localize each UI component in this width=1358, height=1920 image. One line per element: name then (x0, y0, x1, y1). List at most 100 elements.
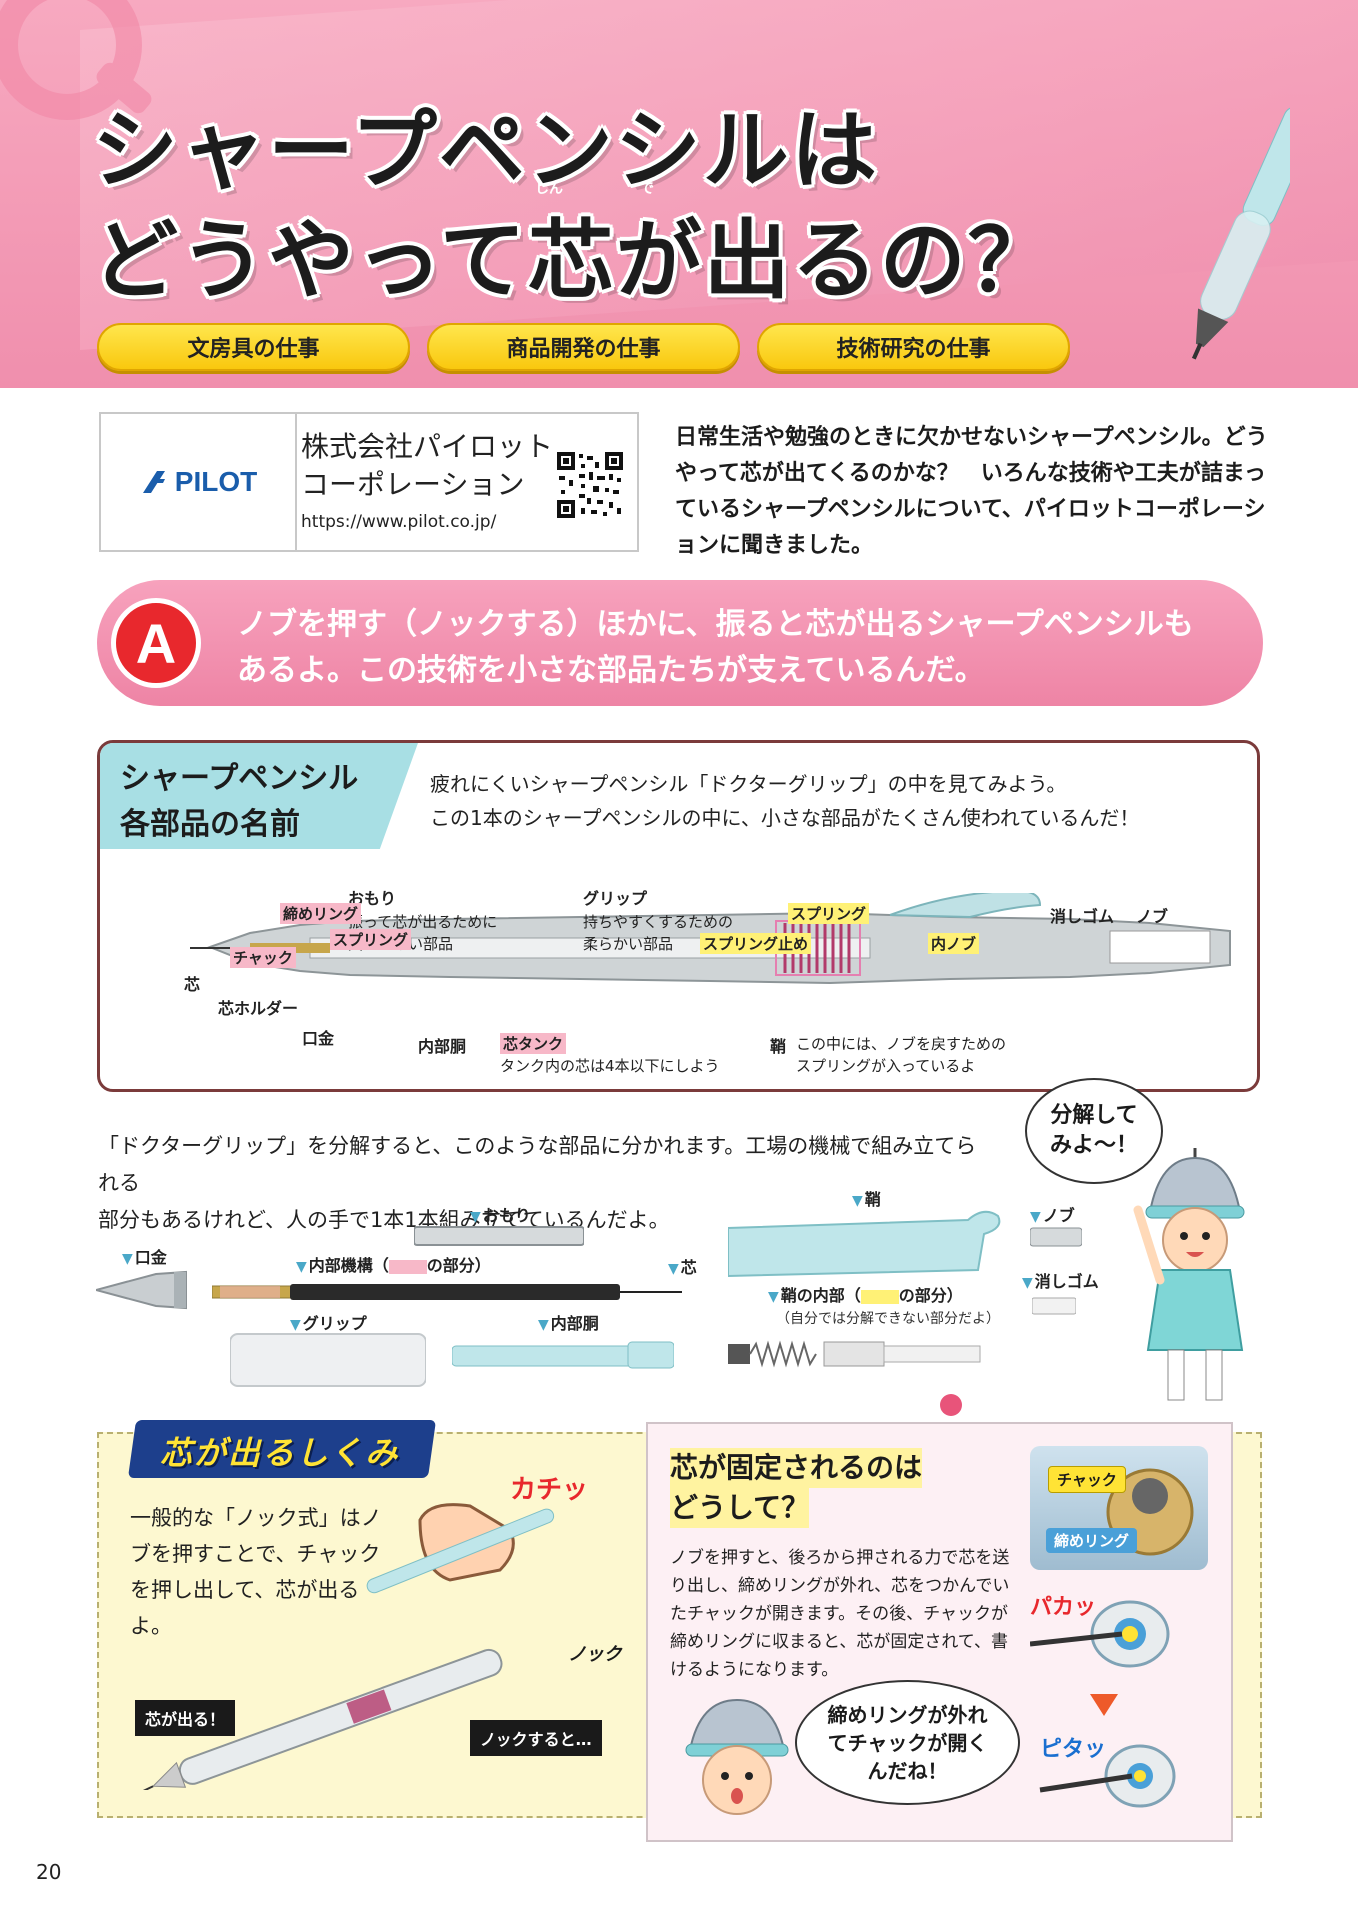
part-naibu-kikou-end: の部分） (426, 1256, 491, 1275)
pin-icon (940, 1394, 962, 1416)
answer-line1: ノブを押す（ノックする）ほかに、振ると芯が出るシャープペンシルも (237, 607, 1194, 642)
page-title-line2: どうやって芯が出るの？ (92, 211, 1056, 311)
parts-diagram-box: シャープペンシル 各部品の名前 疲れにくいシャープペンシル「ドクターグリップ」の… (97, 740, 1260, 1092)
label-shin-tank: 芯タンク (500, 1033, 567, 1054)
company-name: 株式会社パイロット コーポレーション (301, 428, 553, 504)
part-label-grip: ▼グリップ (290, 1314, 367, 1333)
part-label-kuchigane: ▼口金 (122, 1248, 167, 1267)
label-grip-desc2: 柔らかい部品 (583, 935, 674, 953)
part-grip-text: グリップ (302, 1314, 367, 1333)
chuck-open-illustration: パカッ (1030, 1595, 1170, 1668)
label-grip: グリップ (583, 889, 648, 908)
fixed-title-line2: どうして？ (670, 1488, 810, 1528)
chuck-closed-illustration: ピタッ (1039, 1737, 1176, 1808)
page-title-line1: シャープペンシルは (92, 101, 879, 201)
answer-text: ノブを押す（ノックする）ほかに、振ると芯が出るシャープペンシルも あるよ。この技… (237, 602, 1247, 694)
chip-chuck: チャック (1048, 1466, 1126, 1493)
fixed-title: 芯が固定されるのは どうして？ (670, 1448, 923, 1528)
label-spring-stopper: スプリング止め (700, 933, 812, 954)
label-shimering: 締めリング (280, 903, 362, 924)
company-name-line1: 株式会社パイロット (301, 430, 554, 463)
parts-intro-line1: 疲れにくいシャープペンシル「ドクターグリップ」の中を見てみよう。 (430, 772, 1067, 796)
part-label-omori: ▼おもり (470, 1206, 531, 1225)
part-saya-naibu-note: （自分では分解できない部分だよ） (776, 1311, 1000, 1327)
label-keshigomu: 消しゴム (1050, 907, 1115, 926)
part-saya-naibu-text: 鞘の内部（ (780, 1286, 861, 1305)
label-saya-note1: この中には、ノブを戻すための (796, 1035, 1007, 1053)
speech-bubble-chuck: 締めリングが外れてチャックが開くんだね！ (795, 1680, 1020, 1805)
label-saya-note2: スプリングが入っているよ (796, 1057, 976, 1075)
mechanism-title: 芯が出るしくみ (160, 1434, 400, 1472)
part-saya-naibu-image (728, 1340, 981, 1368)
answer-badge: A (111, 598, 201, 688)
bubble-line1: 分解して (1050, 1103, 1138, 1128)
page-number: 20 (36, 1860, 62, 1884)
label-kuchigane: 口金 (302, 1029, 335, 1048)
part-omori-text: おもり (482, 1206, 531, 1225)
disassembly-line1: 「ドクターグリップ」を分解すると、このような部品に分かれます。工場の機械で組み立… (98, 1134, 977, 1195)
bubble-line2: みよ〜！ (1049, 1133, 1138, 1158)
part-naibu-kikou-image (212, 1284, 682, 1300)
part-kuchigane-text: 口金 (134, 1248, 167, 1267)
answer-line2: あるよ。この技術を小さな部品たちが支えているんだ。 (237, 653, 985, 688)
tag-knock-suruto: ノックすると… (470, 1720, 602, 1756)
parts-tab-line2: 各部品の名前 (120, 807, 300, 842)
yellow-swatch (860, 1289, 899, 1304)
label-spring-right: スプリング (788, 903, 870, 924)
part-naibu-kikou-text: 内部機構（ (308, 1256, 389, 1275)
pilot-logo-text: PILOT (174, 466, 258, 497)
label-saya: 鞘 (770, 1037, 787, 1056)
mascot-face (685, 1698, 789, 1815)
kachi-text: カチッ (510, 1475, 588, 1505)
mechanism-body: 一般的な「ノック式」はノブを押すことで、チャックを押し出して、芯が出るよ。 (130, 1506, 382, 1638)
part-saya-image (728, 1210, 1001, 1278)
speech-bubble-explode: 分解して みよ〜！ (1025, 1078, 1163, 1184)
part-label-keshigomu: ▼消しゴム (1022, 1272, 1099, 1291)
label-omori-desc1: 振って芯が出るために (348, 913, 498, 931)
part-keshigomu-text: 消しゴム (1034, 1272, 1099, 1291)
tag-stationery-job[interactable]: 文房具の仕事 (97, 323, 410, 371)
part-nobu-image (1030, 1227, 1082, 1247)
part-saya-naibu-end: の部分） (898, 1286, 963, 1305)
mascot-character (1133, 1148, 1245, 1401)
parts-tab-line1: シャープペンシル (120, 761, 359, 796)
parts-intro-line2: この1本のシャープペンシルの中に、小さな部品がたくさん使われているんだ！ (430, 806, 1140, 830)
company-url[interactable]: https://www.pilot.co.jp/ (301, 512, 497, 532)
company-name-line2: コーポレーション (301, 468, 525, 501)
part-label-shin: ▼芯 (668, 1258, 697, 1277)
part-saya-text: 鞘 (864, 1190, 881, 1209)
label-tank-note: タンク内の芯は4本以下にしよう (500, 1057, 720, 1075)
intro-paragraph: 日常生活や勉強のときに欠かせないシャープペンシル。どうやって芯が出てくるのかな？… (675, 425, 1268, 558)
label-naibudou: 内部胴 (418, 1037, 467, 1056)
tag-product-dev-job[interactable]: 商品開発の仕事 (427, 323, 740, 371)
qr-code-icon[interactable] (557, 452, 623, 518)
header-banner: シャープペンシルは しん で どうやって芯が出るの？ 文房具の仕事 商品開発の仕… (0, 0, 1358, 388)
furigana-de: で (640, 181, 654, 197)
tag-tech-research-job[interactable]: 技術研究の仕事 (757, 323, 1070, 371)
label-shin-holder: 芯ホルダー (218, 999, 299, 1018)
pilot-logo: PILOT (139, 466, 257, 498)
part-naibudou-image (452, 1341, 674, 1369)
knock-text: ノック (568, 1644, 622, 1665)
parts-tab: シャープペンシル 各部品の名前 (100, 743, 418, 849)
part-kuchigane-image (96, 1270, 187, 1310)
label-grip-desc1: 持ちやすくするための (583, 913, 734, 931)
label-shin: 芯 (184, 975, 201, 994)
label-chuck: チャック (230, 947, 296, 968)
part-label-naibudou: ▼内部胴 (538, 1314, 599, 1333)
hand-pressing-icon: カチッ (366, 1475, 588, 1594)
fixed-body: ノブを押すと、後ろから押される力で芯を送り出し、締めリングが外れ、芯をつかんでい… (670, 1548, 1010, 1680)
part-nobu-text: ノブ (1042, 1206, 1075, 1225)
part-label-saya-naibu: ▼鞘の内部（の部分） (768, 1286, 963, 1305)
furigana-shin: しん (535, 181, 563, 197)
part-naibudou-text: 内部胴 (550, 1314, 599, 1333)
fixed-title-line1: 芯が固定されるのは (670, 1448, 923, 1488)
down-arrow-icon (1090, 1694, 1118, 1716)
pilot-logo-area: PILOT (101, 414, 297, 550)
mechanical-pencil-icon (1191, 106, 1290, 360)
tag-shin-deru: 芯が出る！ (135, 1700, 236, 1736)
part-shin-text: 芯 (680, 1258, 697, 1277)
part-grip-image (230, 1333, 426, 1387)
company-info-box: PILOT 株式会社パイロット コーポレーション https://www.pil… (99, 412, 639, 552)
chip-shimering: 締めリング (1046, 1528, 1138, 1553)
